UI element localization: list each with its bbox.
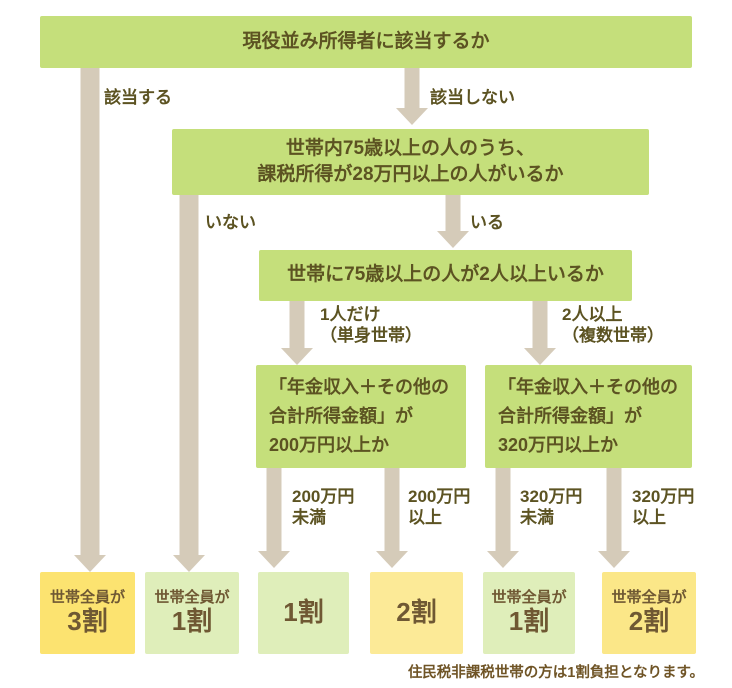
result-prefix: 世帯全員が (491, 589, 567, 607)
down-arrow-icon (524, 301, 556, 365)
down-arrow-icon (258, 468, 290, 568)
decision-text-line1: 世帯内75歳以上の人のうち、 (285, 137, 536, 159)
branch-label-line1: 200万円 (292, 487, 355, 506)
down-arrow-icon (598, 468, 630, 568)
branch-label-multiple: 2人以上 （複数世帯） (562, 304, 664, 346)
down-arrow-icon (437, 195, 469, 248)
branch-label-under-320: 320万円 未満 (520, 486, 582, 528)
branch-label-line1: 2人以上 (562, 305, 623, 324)
result-box-20pct: 2割 (370, 572, 463, 654)
result-value: 1割 (171, 605, 213, 636)
branch-label-line2: 未満 (520, 508, 554, 528)
decision-text-line2: 合計所得金額」が (269, 406, 413, 427)
branch-label-line2: （単身世帯） (320, 326, 422, 346)
down-arrow-icon (487, 468, 519, 568)
decision-text-line2: 課税所得が28万円以上の人がいるか (257, 164, 564, 185)
decision-box-income-200: 「年金収入＋その他の 合計所得金額」が 200万円以上か (256, 365, 466, 468)
result-box-10pct: 1割 (258, 572, 349, 654)
decision-box-taxable-income-28: 世帯内75歳以上の人のうち、 課税所得が28万円以上の人がいるか (172, 129, 649, 195)
branch-label-exists: いる (470, 213, 504, 232)
decision-box-income-320: 「年金収入＋その他の 合計所得金額」が 320万円以上か (485, 365, 692, 468)
down-arrow-icon (396, 68, 428, 125)
branch-label-line1: 320万円 (520, 487, 583, 506)
down-arrow-icon (74, 68, 106, 572)
branch-label-line2: 未満 (292, 508, 326, 528)
branch-label-line2: 以上 (408, 508, 442, 528)
branch-label-line1: 320万円 (632, 487, 695, 506)
result-value: 1割 (508, 605, 550, 636)
branch-label-line2: （複数世帯） (562, 326, 664, 346)
decision-text: 世帯に75歳以上の人が2人以上いるか (287, 264, 604, 286)
decision-text-line1: 「年金収入＋その他の (269, 377, 449, 398)
branch-label-line1: 1人だけ (320, 305, 381, 324)
down-arrow-icon (281, 301, 313, 365)
result-prefix: 世帯全員が (611, 589, 687, 607)
result-value: 2割 (628, 605, 670, 636)
branch-label-applicable: 該当する (104, 88, 172, 107)
footnote-resident-tax-exempt: 住民税非課税世帯の方は1割負担となります。 (407, 665, 704, 681)
decision-text-line1: 「年金収入＋その他の (498, 377, 678, 398)
result-value: 1割 (283, 597, 324, 628)
result-prefix: 世帯全員が (49, 589, 125, 607)
branch-label-none: いない (205, 213, 256, 232)
decision-text-line3: 200万円以上か (269, 434, 390, 455)
branch-label-line2: 以上 (632, 508, 666, 528)
decision-box-two-or-more-75: 世帯に75歳以上の人が2人以上いるか (259, 250, 632, 301)
decision-text-line2: 合計所得金額」が (498, 406, 642, 427)
result-box-all-20pct-multi: 世帯全員が 2割 (602, 572, 696, 654)
decision-text: 現役並み所得者に該当するか (242, 30, 490, 52)
result-prefix: 世帯全員が (154, 589, 230, 607)
branch-label-over-200: 200万円 以上 (408, 486, 470, 528)
result-box-all-10pct-multi: 世帯全員が 1割 (483, 572, 575, 654)
down-arrow-icon (376, 468, 408, 568)
branch-label-over-320: 320万円 以上 (632, 486, 694, 528)
result-box-all-10pct: 世帯全員が 1割 (145, 572, 239, 654)
result-box-all-30pct: 世帯全員が 3割 (40, 572, 135, 654)
decision-text-line3: 320万円以上か (498, 434, 619, 455)
result-value: 3割 (67, 605, 108, 636)
branch-label-not-applicable: 該当しない (430, 88, 515, 107)
result-value: 2割 (396, 597, 437, 628)
down-arrow-icon (173, 195, 205, 572)
decision-box-active-income: 現役並み所得者に該当するか (40, 16, 692, 68)
branch-label-single: 1人だけ （単身世帯） (320, 304, 422, 346)
branch-label-under-200: 200万円 未満 (292, 486, 354, 528)
branch-label-line1: 200万円 (408, 487, 471, 506)
